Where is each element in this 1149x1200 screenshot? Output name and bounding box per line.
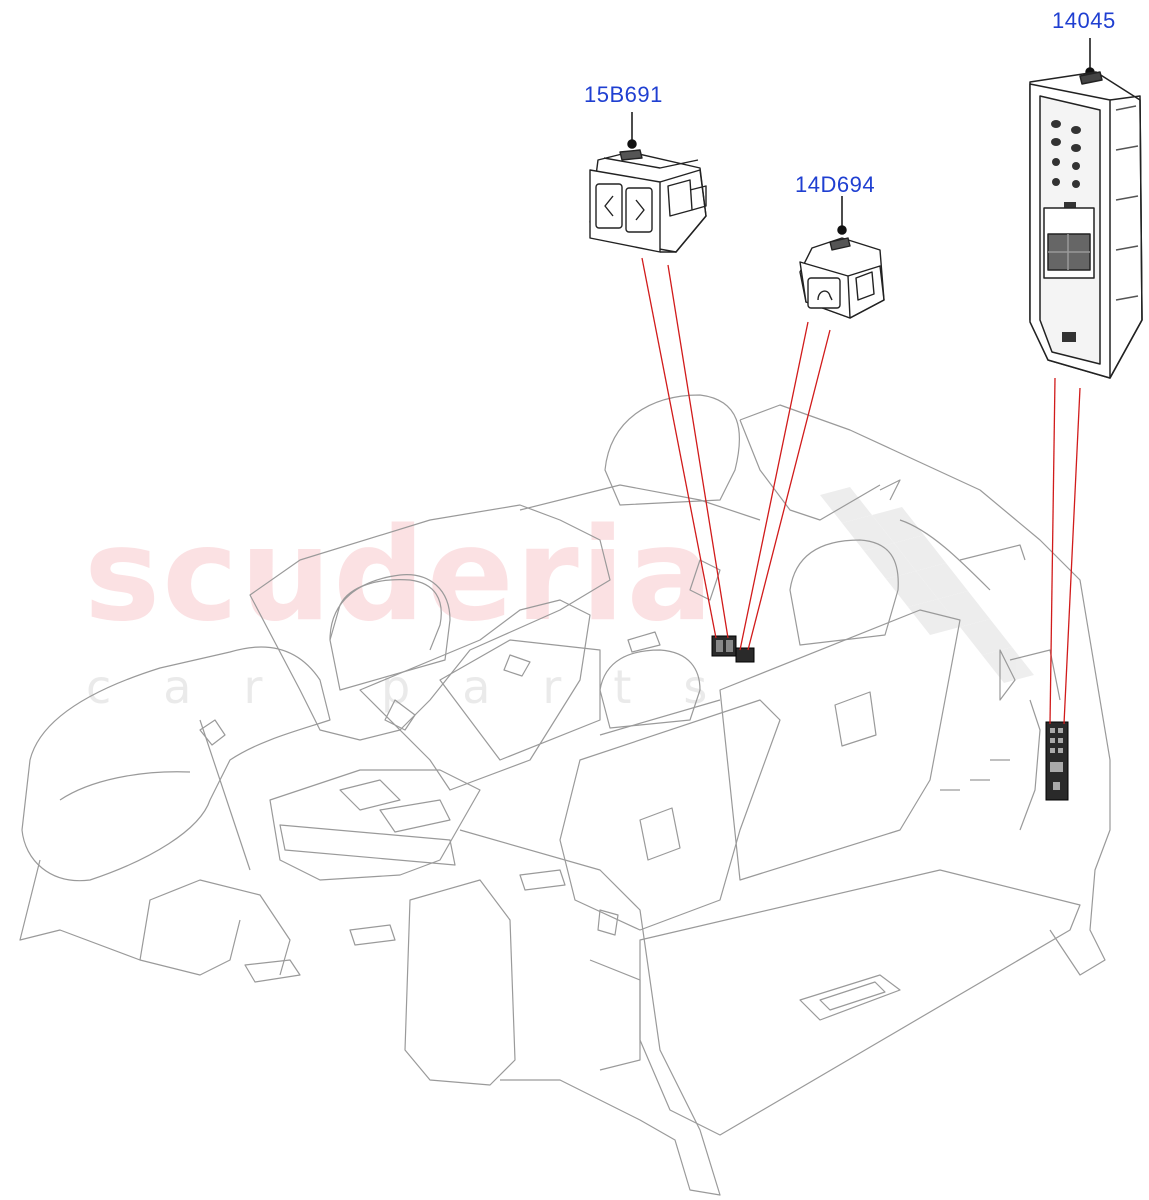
switch-14045-drawing[interactable]	[1029, 71, 1143, 379]
checkered-flag-watermark	[820, 487, 1034, 683]
leader-lines	[641, 257, 1081, 725]
installed-switch-markers	[711, 635, 1069, 801]
part-label-14045[interactable]: 14045	[1052, 8, 1116, 33]
part-label-15b691[interactable]: 15B691	[584, 82, 663, 107]
switch-15b691-drawing[interactable]	[589, 149, 707, 253]
part-label-14d694[interactable]: 14D694	[795, 172, 876, 197]
switch-14d694-drawing[interactable]	[799, 237, 885, 319]
vehicle-interior-drawing	[19, 394, 1111, 1196]
